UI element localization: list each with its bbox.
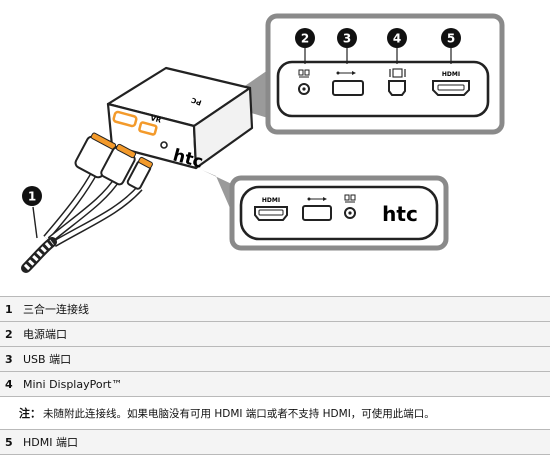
legend-number: 4 [5,377,13,391]
usb-plug-ring [115,143,137,159]
usb-icon [336,71,356,75]
callout-4: 4 [387,28,407,48]
note-label: 注： [19,407,41,420]
svg-text:3: 3 [343,32,351,46]
legend-row-2: 2 电源端口 [0,321,550,346]
front-usb-icon [307,197,327,201]
legend-text: Mini DisplayPort™ [23,377,123,391]
legend-row-4: 4 Mini DisplayPort™ [0,371,550,396]
rear-ports-zoom-panel: 2 3 4 5 [265,13,505,135]
callout-1: 1 [22,186,42,206]
hdmi-label-top: HDMI [442,71,460,78]
usb-port-on-box [138,121,158,136]
legend-number: 1 [5,302,13,316]
front-power-glyph-icon [344,194,356,203]
callout-1-leader [32,206,38,239]
pc-label: PC [190,96,202,107]
legend-row-1: 1 三合一连接线 [0,296,550,321]
power-port-on-box [160,141,168,149]
front-ports-zoom-panel: HDMI htc [229,175,449,251]
legend-number: 2 [5,327,13,341]
htc-logo: htc [382,202,418,226]
mini-displayport-icon [389,68,406,78]
svg-text:5: 5 [447,32,455,46]
legend-row-3: 3 USB 端口 [0,346,550,371]
parts-legend: 1 三合一连接线 2 电源端口 3 USB 端口 4 Mini DisplayP… [0,296,550,455]
mini-displayport-port [388,80,406,96]
legend-row-5: 5 HDMI 端口 [0,429,550,455]
link-box-side-face [192,86,254,170]
legend-number: 5 [5,435,13,449]
front-usb-port [302,205,332,221]
svg-text:2: 2 [301,32,309,46]
callout-5: 5 [441,28,461,48]
three-in-one-cable [21,110,158,273]
hdmi-label-bottom: HDMI [262,197,280,204]
legend-number: 3 [5,352,13,366]
bottom-callout-wedge [202,170,236,222]
power-glyph-icon [298,69,310,78]
legend-text: USB 端口 [23,353,72,366]
svg-text:4: 4 [393,32,401,46]
hdmi-port-on-box [112,110,138,128]
top-callout-wedge [236,70,268,118]
link-box-diagram: PC VR htc 1 2 [21,13,505,273]
callout-3: 3 [337,28,357,48]
callout-2: 2 [295,28,315,48]
power-plug-ring [138,156,153,169]
legend-text: 三合一连接线 [23,303,89,316]
svg-text:1: 1 [28,190,36,204]
usb-port [332,80,364,96]
legend-text: 电源端口 [23,328,67,341]
front-hdmi-port [254,206,288,221]
legend-note-row: 注： 未随附此连接线。如果电脑没有可用 HDMI 端口或者不支持 HDMI，可使… [0,396,550,429]
note-text: 未随附此连接线。如果电脑没有可用 HDMI 端口或者不支持 HDMI，可使用此端… [43,407,435,420]
vr-label: VR [149,114,162,125]
legend-text: HDMI 端口 [23,436,78,449]
